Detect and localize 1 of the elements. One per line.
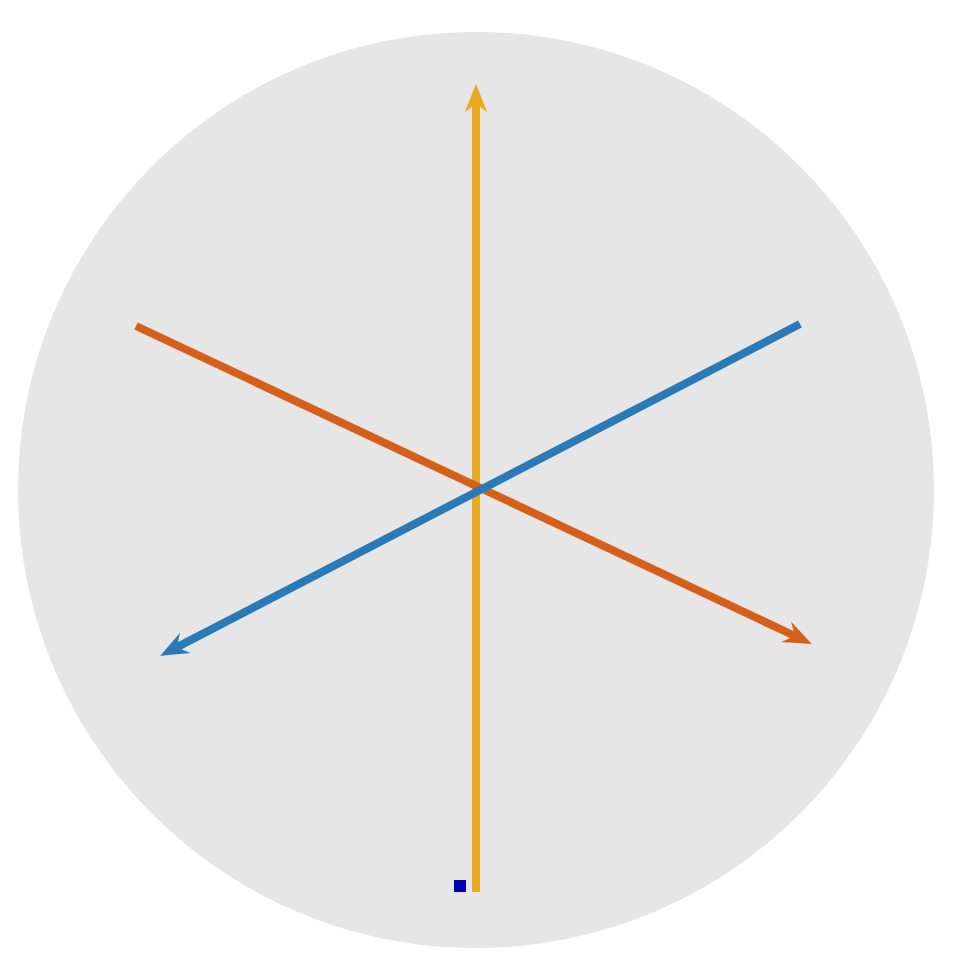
disc bbox=[18, 32, 934, 948]
